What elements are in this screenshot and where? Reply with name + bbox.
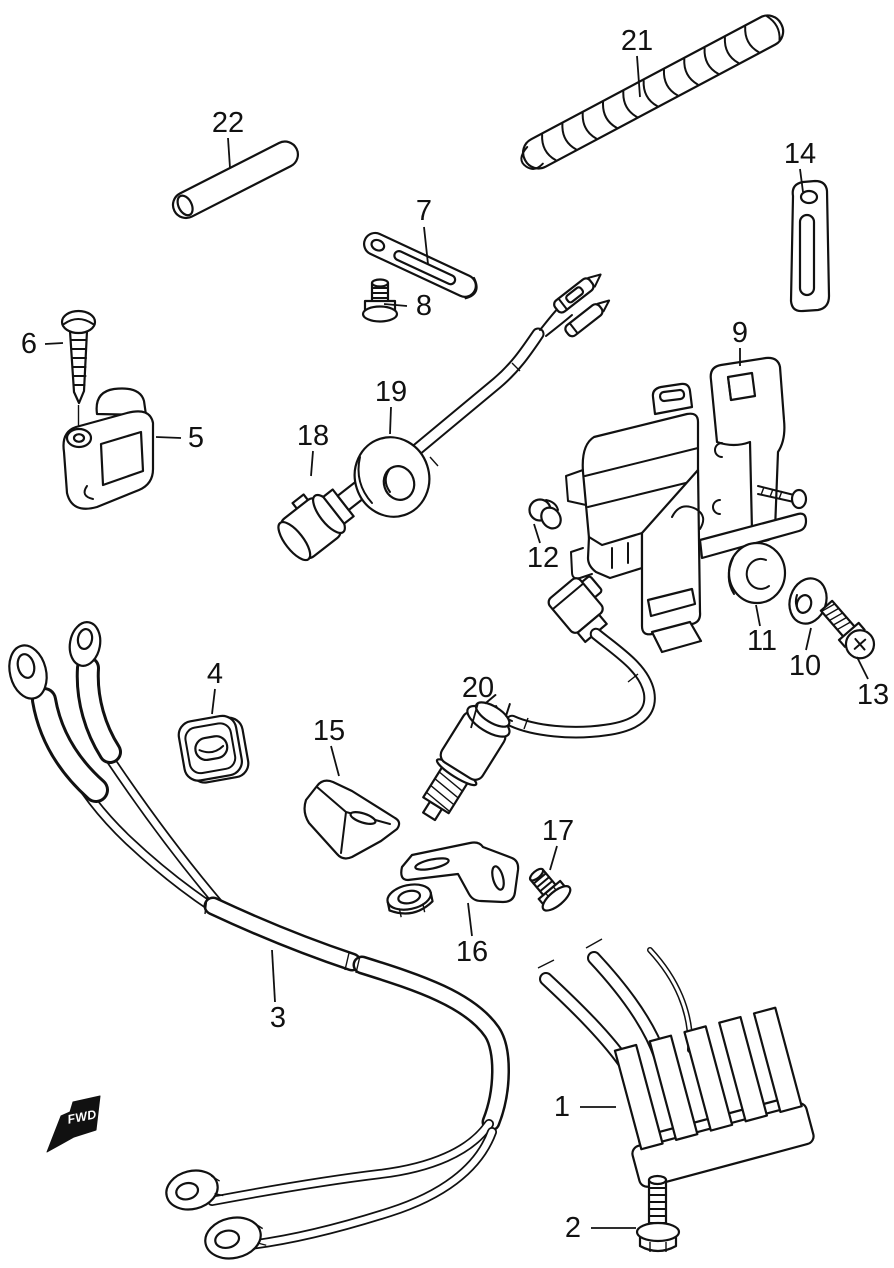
part-18-leader-line bbox=[310, 450, 314, 477]
part-19-leader-line bbox=[389, 406, 392, 435]
part-19-ring-drawing bbox=[353, 436, 431, 518]
part-5-label: 5 bbox=[188, 422, 204, 454]
part-16-label: 16 bbox=[456, 936, 488, 968]
part-9-bracket-drawing bbox=[565, 356, 808, 654]
hex-nut-drawing bbox=[386, 883, 434, 918]
part-7-label: 7 bbox=[416, 195, 432, 227]
part-20-label: 20 bbox=[462, 672, 494, 704]
part-21-leader-line bbox=[636, 55, 641, 98]
part-13-label: 13 bbox=[857, 679, 889, 711]
part-12-cap-drawing bbox=[528, 498, 562, 530]
part-14-clip-drawing bbox=[789, 179, 831, 313]
part-5-leader-line bbox=[155, 436, 182, 439]
part-15-clamp-drawing bbox=[303, 779, 401, 860]
part-3-leader-line bbox=[271, 949, 276, 1003]
fwd-label: FWD bbox=[66, 1107, 98, 1126]
part-2-label: 2 bbox=[565, 1212, 581, 1244]
part-4-leader-line bbox=[211, 688, 216, 715]
part-20-switch-drawing bbox=[422, 694, 511, 822]
part-13-screw-drawing bbox=[819, 599, 876, 660]
part-21-spiral-tube-drawing bbox=[520, 14, 785, 170]
part-1-label: 1 bbox=[554, 1091, 570, 1123]
part-18-socket-drawing bbox=[277, 473, 379, 562]
part-7-leader-line bbox=[423, 226, 429, 265]
part-6-screw-drawing bbox=[60, 309, 97, 428]
part-15-leader-line bbox=[330, 745, 340, 777]
part-10-washer-drawing bbox=[788, 577, 828, 625]
part-8-label: 8 bbox=[416, 290, 432, 322]
socket-wire-drawing bbox=[395, 273, 611, 469]
part-22-label: 22 bbox=[212, 107, 244, 139]
fwd-marker: FWD bbox=[46, 1095, 101, 1153]
part-11-leader-line bbox=[755, 604, 761, 627]
part-16-bracket-drawing bbox=[400, 841, 520, 904]
part-8-leader-line bbox=[383, 303, 408, 307]
part-20-leader-line bbox=[470, 702, 479, 729]
part-7-strap-drawing bbox=[363, 231, 478, 300]
part-8-bolt-drawing bbox=[361, 278, 399, 323]
part-6-leader-line bbox=[44, 342, 64, 345]
part-19-label: 19 bbox=[375, 376, 407, 408]
part-14-leader-line bbox=[799, 168, 804, 193]
part-10-leader-line bbox=[805, 627, 812, 651]
part-12-label: 12 bbox=[527, 542, 559, 574]
part-2-bolt-drawing bbox=[635, 1174, 681, 1253]
part-11-label: 11 bbox=[747, 625, 777, 657]
part-20-wire-drawing bbox=[491, 627, 656, 739]
part-17-label: 17 bbox=[542, 815, 574, 847]
part-17-bolt-drawing bbox=[528, 867, 572, 912]
part-4-label: 4 bbox=[207, 658, 223, 690]
part-14-label: 14 bbox=[784, 138, 816, 170]
part-22-leader-line bbox=[227, 137, 231, 169]
part-10-label: 10 bbox=[789, 650, 821, 682]
part-12-leader-line bbox=[533, 523, 541, 544]
fwd-arrow-icon bbox=[46, 1095, 101, 1153]
part-4-grommet-drawing bbox=[177, 714, 250, 784]
part-17-leader-line bbox=[549, 845, 558, 871]
part-22-tube-drawing bbox=[171, 140, 299, 220]
part-6-label: 6 bbox=[21, 328, 37, 360]
part-3-label: 3 bbox=[270, 1002, 286, 1034]
part-11-grommet-drawing bbox=[727, 541, 787, 605]
part-21-label: 21 bbox=[621, 25, 653, 57]
part-18-label: 18 bbox=[297, 420, 329, 452]
part-20-connector-drawing bbox=[547, 575, 608, 643]
part-1-rectifier-drawing bbox=[613, 1006, 815, 1188]
part-3-harness-drawing bbox=[8, 621, 510, 1260]
part-15-label: 15 bbox=[313, 715, 345, 747]
part-13-leader-line bbox=[856, 656, 869, 680]
part-9-label: 9 bbox=[732, 317, 748, 349]
part-5-holder-drawing bbox=[62, 387, 155, 510]
part-16-leader-line bbox=[467, 902, 473, 937]
